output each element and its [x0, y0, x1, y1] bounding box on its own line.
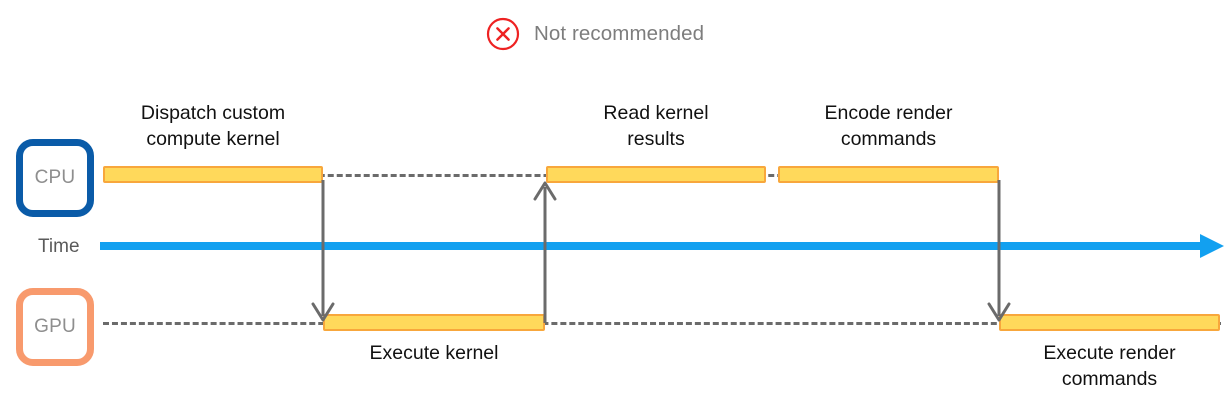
not-recommended-label: Not recommended [534, 22, 705, 45]
gpu-lane-baseline [103, 322, 1221, 325]
caption-execute-render-commands: Execute render commands [1043, 342, 1176, 390]
cpu-lane-label: CPU [34, 167, 76, 188]
transfer-arrow-cpu-to-gpu-dispatch [311, 180, 335, 322]
caption-encode-render-commands: Encode render commands [824, 102, 953, 150]
cpu-lane-box: CPU [16, 139, 94, 217]
not-recommended-badge: Not recommended [486, 16, 704, 52]
gpu-bar-execute-render-commands [999, 314, 1220, 331]
time-axis-arrow [100, 234, 1224, 258]
circle-x-icon [486, 17, 520, 51]
cpu-bar-encode-render-commands [778, 166, 999, 183]
cpu-bar-read-kernel-results [546, 166, 766, 183]
cpu-bar-dispatch-custom-compute-kernel [103, 166, 323, 183]
gpu-lane-label: GPU [34, 316, 76, 337]
caption-execute-kernel: Execute kernel [369, 342, 499, 364]
caption-dispatch-custom-compute-kernel: Dispatch custom compute kernel [140, 102, 286, 150]
gpu-bar-execute-kernel [323, 314, 545, 331]
caption-read-kernel-results: Read kernel results [603, 102, 709, 150]
transfer-arrow-cpu-to-gpu-render [987, 180, 1011, 322]
time-axis-label: Time [38, 236, 80, 257]
gpu-lane-box: GPU [16, 288, 94, 366]
transfer-arrow-gpu-to-cpu-results [533, 181, 557, 323]
